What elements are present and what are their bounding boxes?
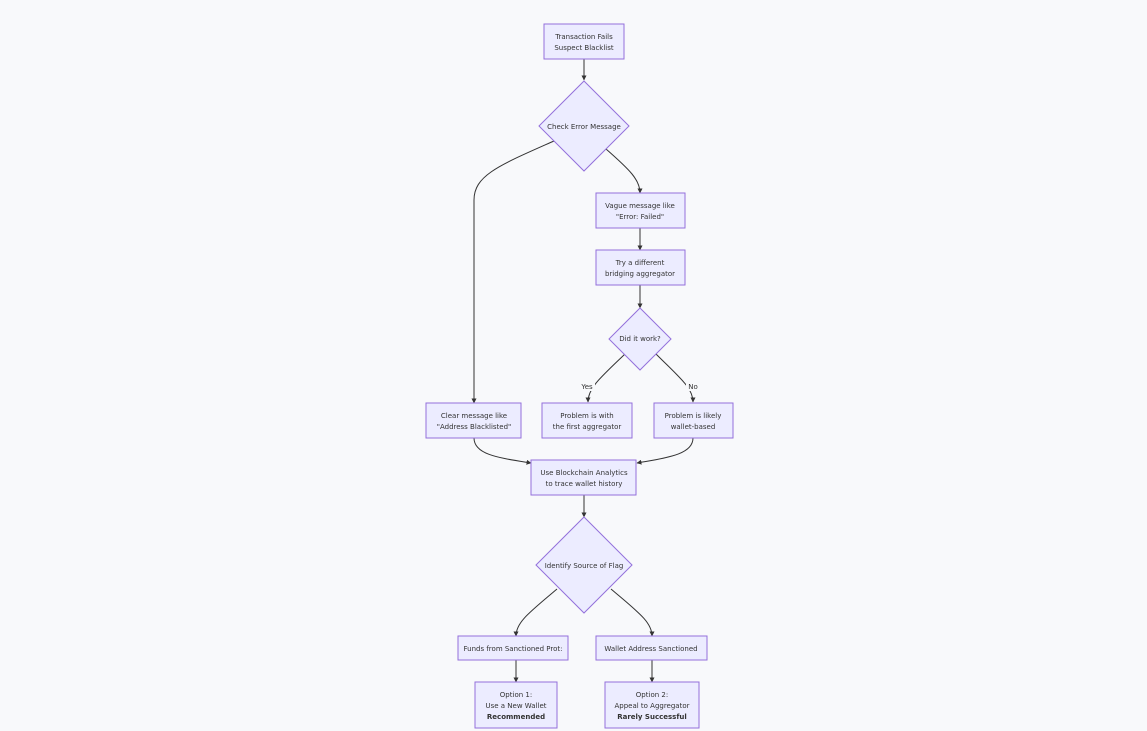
label-n11: Funds from Sanctioned Prot:	[464, 645, 563, 653]
node-problem-wallet-based	[653, 402, 734, 439]
node-try-different-aggregator	[595, 249, 686, 286]
node-identify-source-of-flag	[535, 516, 633, 614]
node-transaction-fails	[543, 23, 625, 60]
label-n4-line1: Try a different	[615, 259, 665, 267]
label-n1-line1: Transaction Fails	[554, 33, 613, 41]
label-n1-line2: Suspect Blacklist	[554, 44, 614, 52]
edge-label-yes: Yes	[580, 383, 593, 391]
edge-n5-n8	[655, 353, 696, 403]
node-use-blockchain-analytics	[530, 459, 637, 496]
edge-label-no: No	[688, 383, 698, 391]
node-labels: Transaction Fails Suspect Blacklist Chec…	[437, 33, 722, 721]
label-n6-line1: Clear message like	[441, 412, 507, 420]
nodes	[425, 23, 734, 729]
node-funds-from-sanctioned	[457, 635, 569, 661]
label-n8-line2: wallet-based	[671, 423, 716, 431]
node-did-it-work	[608, 307, 672, 371]
label-n6-line2: "Address Blacklisted"	[437, 423, 512, 431]
label-n14-line1: Option 2:	[636, 691, 668, 699]
edge-n2-n6	[471, 140, 555, 404]
label-n7-line2: the first aggregator	[553, 423, 622, 431]
node-clear-message	[425, 402, 522, 439]
label-n9-line1: Use Blockchain Analytics	[540, 469, 628, 477]
node-vague-message	[595, 192, 686, 229]
label-n9-line2: to trace wallet history	[546, 480, 623, 488]
label-n3-line2: "Error: Failed"	[616, 213, 664, 221]
edge-n10-n12	[610, 588, 655, 637]
edges	[471, 59, 696, 683]
edge-labels: Yes No	[579, 381, 700, 391]
label-n4-line2: bridging aggregator	[605, 270, 675, 278]
label-n8-line1: Problem is likely	[665, 412, 722, 420]
label-n5: Did it work?	[619, 335, 661, 343]
label-n13-line2: Use a New Wallet	[485, 702, 546, 710]
node-check-error-message	[538, 80, 630, 172]
label-n13-line3: Recommended	[487, 713, 545, 721]
node-option-1	[474, 681, 558, 729]
edge-n2-n3	[605, 148, 643, 194]
node-option-2	[604, 681, 700, 729]
node-wallet-address-sanctioned	[595, 635, 708, 661]
node-problem-first-aggregator	[541, 402, 633, 439]
label-n14-line2: Appeal to Aggregator	[614, 702, 689, 710]
edge-n8-n9	[636, 437, 694, 465]
label-n14-line3: Rarely Successful	[617, 713, 687, 721]
label-n2: Check Error Message	[547, 123, 621, 131]
edge-n5-n7	[585, 353, 626, 403]
edge-n10-n11	[513, 588, 558, 637]
label-n13-line1: Option 1:	[500, 691, 532, 699]
label-n3-line1: Vague message like	[605, 202, 675, 210]
label-n12: Wallet Address Sanctioned	[604, 645, 697, 653]
label-n10: Identify Source of Flag	[545, 562, 624, 570]
edge-n6-n9	[473, 437, 532, 465]
label-n7-line1: Problem is with	[560, 412, 614, 420]
